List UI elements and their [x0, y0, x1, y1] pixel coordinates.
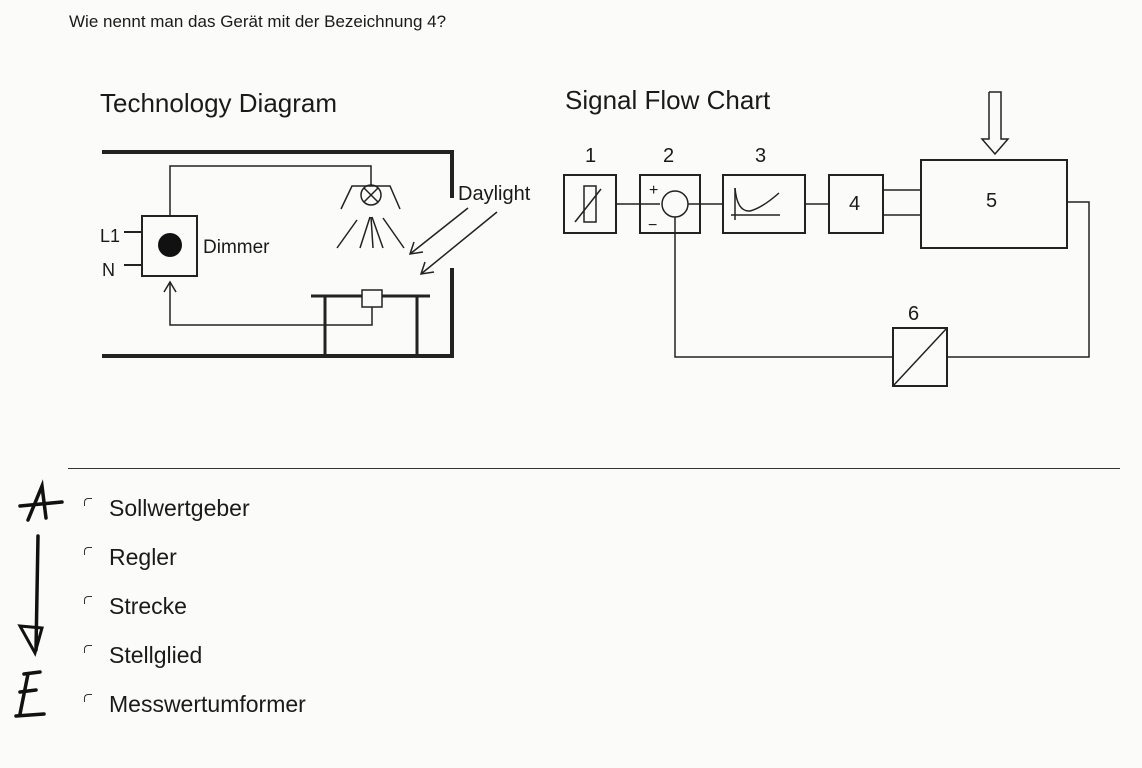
dimmer-lamp-wire: [169, 165, 372, 216]
block-3: 3: [722, 145, 806, 234]
technology-diagram-title: Technology Diagram: [100, 88, 337, 118]
option-label: Regler: [109, 544, 177, 570]
block-6-label: 6: [908, 303, 919, 325]
block-5: 5: [920, 159, 1068, 249]
step-response-icon: [731, 187, 780, 220]
block-1-label: 1: [585, 145, 596, 167]
block-4: 4: [828, 174, 884, 234]
block-2-label: 2: [663, 145, 674, 167]
daylight-arrows-icon: [408, 207, 498, 275]
plus-sign: +: [649, 182, 658, 199]
signal-flow-chart-title: Signal Flow Chart: [565, 85, 771, 115]
option-sollwertgeber[interactable]: Sollwertgeber: [78, 494, 306, 543]
answer-options: Sollwertgeber Regler Strecke Stellglied …: [78, 494, 306, 739]
option-stellglied[interactable]: Stellglied: [78, 641, 306, 690]
option-messwertumformer[interactable]: Messwertumformer: [78, 690, 306, 739]
block-1: 1: [563, 145, 617, 234]
radio-button[interactable]: [84, 596, 92, 604]
handwritten-e-icon: [14, 670, 46, 718]
n-label: N: [102, 260, 115, 280]
minus-sign: −: [648, 217, 657, 234]
block-4-label: 4: [849, 193, 860, 215]
dimmer-label: Dimmer: [203, 237, 270, 258]
potentiometer-icon: [574, 188, 602, 223]
option-label: Sollwertgeber: [109, 495, 250, 521]
handwritten-annotation: [14, 479, 64, 718]
block-2: 2 + −: [639, 145, 701, 234]
radio-button[interactable]: [84, 498, 92, 506]
radio-button[interactable]: [84, 547, 92, 555]
handwritten-arrow-icon: [17, 534, 44, 657]
daylight-label: Daylight: [458, 183, 531, 205]
room-walls: [102, 150, 454, 358]
dimmer: L1 N Dimmer: [100, 215, 270, 280]
feedback-line: [947, 201, 1090, 358]
block-6: 6: [892, 303, 948, 387]
option-label: Messwertumformer: [109, 691, 306, 717]
option-strecke[interactable]: Strecke: [78, 592, 306, 641]
light-sensor: [311, 289, 430, 356]
radio-button[interactable]: [84, 645, 92, 653]
option-regler[interactable]: Regler: [78, 543, 306, 592]
transducer-icon: [892, 327, 948, 387]
handwritten-a-icon: [18, 479, 64, 522]
disturbance-arrow-icon: [980, 91, 1010, 156]
option-label: Strecke: [109, 593, 187, 619]
block-3-label: 3: [755, 145, 766, 167]
question-text: Wie nennt man das Gerät mit der Bezeichn…: [69, 12, 447, 31]
l1-label: L1: [100, 226, 120, 246]
feedback-wire: [163, 280, 373, 326]
dimmer-knob-icon: [158, 233, 182, 257]
divider: [68, 468, 1120, 469]
lamp-icon: [336, 184, 405, 249]
radio-button[interactable]: [84, 694, 92, 702]
option-label: Stellglied: [109, 642, 203, 668]
summing-junction-icon: [661, 190, 689, 218]
diagram-figure: Technology Diagram L1 N Dimmer Dayligh: [100, 85, 1090, 387]
block-5-label: 5: [986, 190, 997, 212]
